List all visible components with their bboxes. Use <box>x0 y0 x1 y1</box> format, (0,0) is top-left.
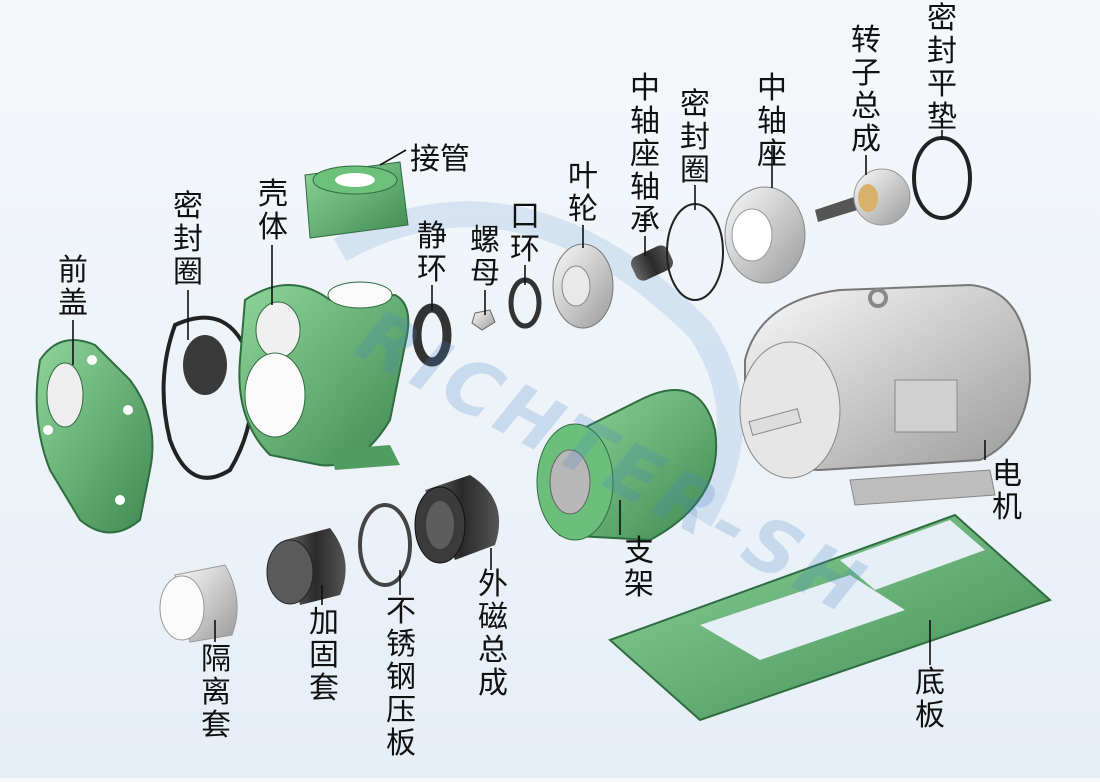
mouth-ring-part <box>508 277 542 329</box>
reinforce-sleeve-part <box>266 528 346 605</box>
label-pipe: 接管 <box>410 142 470 177</box>
seal-ring-left-part <box>161 315 255 480</box>
motor-part <box>739 283 1032 506</box>
label-seal-ring-mid: 密封圈 <box>680 87 710 188</box>
label-front-cover: 前盖 <box>58 253 88 321</box>
label-impeller: 叶轮 <box>568 159 598 227</box>
front-cover-part <box>35 339 154 534</box>
seal-gasket-part <box>912 136 972 220</box>
watermark-arc <box>333 201 743 527</box>
label-casing: 壳体 <box>258 177 288 245</box>
base-plate-part <box>608 513 1052 722</box>
outer-magnet-part <box>414 475 500 564</box>
leader-lines <box>72 130 986 665</box>
label-bracket: 支架 <box>624 534 654 602</box>
label-seal-gasket: 密封平垫 <box>927 1 957 135</box>
label-steel-plate: 不锈钢压板 <box>386 594 416 761</box>
label-rotor-assembly: 转子总成 <box>851 23 881 157</box>
label-mid-bearing: 中轴座轴承 <box>630 71 660 238</box>
nut-part <box>471 309 496 331</box>
label-static-ring: 静环 <box>417 219 447 287</box>
label-mid-seat: 中轴座 <box>757 71 787 172</box>
mid-seat-part <box>724 186 806 284</box>
steel-plate-part <box>358 503 412 587</box>
impeller-part <box>552 243 614 329</box>
label-isolation-sleeve: 隔离套 <box>201 642 231 743</box>
label-reinforce-sleeve: 加固套 <box>309 605 339 706</box>
seal-ring-mid-part <box>666 203 724 301</box>
label-base-plate: 底板 <box>915 665 945 733</box>
rotor-assembly-part <box>815 168 911 226</box>
pipe-part <box>304 161 409 239</box>
isolation-sleeve-part <box>159 564 238 643</box>
label-motor: 电机 <box>992 457 1022 525</box>
label-outer-magnet: 外磁总成 <box>478 567 508 701</box>
label-seal-ring-left: 密封圈 <box>173 189 203 290</box>
label-nut: 螺母 <box>470 223 500 291</box>
label-mouth-ring: 口环 <box>510 199 540 267</box>
bracket-part <box>536 389 718 542</box>
mid-bearing-part <box>631 245 673 281</box>
casing-part <box>238 281 410 470</box>
